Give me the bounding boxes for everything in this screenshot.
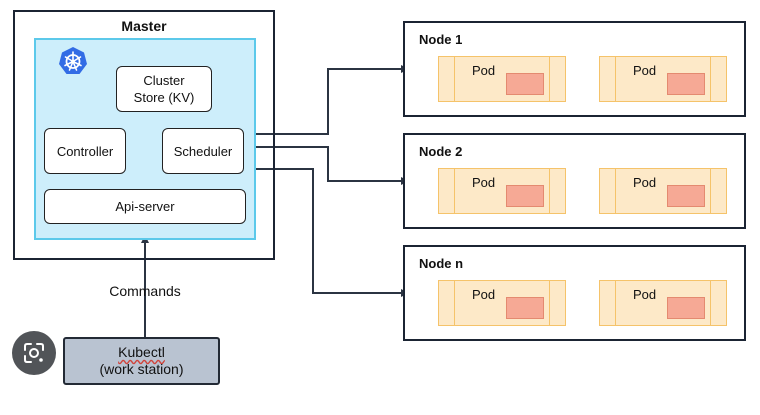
pod-label: Pod: [472, 175, 496, 190]
cluster-store-label-line2: Store (KV): [133, 90, 195, 105]
pod-label: Pod: [633, 287, 657, 302]
pod-label: Pod: [633, 63, 657, 78]
scheduler-to-node1-connector: [247, 65, 409, 135]
node-box-n: Node n Pod Pod: [403, 245, 746, 341]
google-lens-button[interactable]: [12, 331, 56, 375]
controller-box: Controller: [44, 128, 126, 174]
api-server-label: Api-server: [115, 199, 175, 214]
node-title: Node 2: [419, 144, 463, 159]
node-box-2: Node 2 Pod Pod: [403, 133, 746, 229]
node-box-1: Node 1 Pod Pod: [403, 21, 746, 117]
scheduler-label: Scheduler: [173, 143, 233, 159]
pod: Pod: [599, 280, 727, 326]
scheduler-box: Scheduler: [162, 128, 244, 174]
control-plane-area: Cluster Store (KV) Controller Scheduler …: [34, 38, 256, 240]
pod: Pod: [438, 280, 566, 326]
container-block: [506, 185, 544, 207]
cluster-store-label-line1: Cluster: [143, 73, 185, 88]
google-lens-icon: [24, 343, 44, 363]
pod: Pod: [599, 56, 727, 102]
node-title: Node 1: [419, 32, 463, 47]
container-block: [667, 297, 705, 319]
master-title: Master: [121, 18, 167, 34]
container-block: [506, 73, 544, 95]
scheduler-to-node2-connector: [247, 146, 409, 185]
master-box: Master Cluster Store (K: [13, 10, 275, 260]
pod-label: Pod: [633, 175, 657, 190]
controller-label: Controller: [56, 143, 114, 159]
commands-label: Commands: [109, 283, 181, 299]
pod: Pod: [599, 168, 727, 214]
workstation-label: (work station): [99, 361, 184, 377]
scheduler-to-noden-connector: [247, 168, 409, 297]
pod: Pod: [438, 168, 566, 214]
kubectl-label: Kubectl: [118, 344, 165, 360]
pod-label: Pod: [472, 287, 496, 302]
cluster-store-box: Cluster Store (KV): [116, 66, 212, 112]
container-block: [667, 73, 705, 95]
node-title: Node n: [419, 256, 464, 271]
api-server-box: Api-server: [44, 189, 246, 224]
container-block: [506, 297, 544, 319]
pod: Pod: [438, 56, 566, 102]
container-block: [667, 185, 705, 207]
kubectl-workstation-box: Kubectl (work station): [63, 337, 220, 385]
pod-label: Pod: [472, 63, 496, 78]
kubernetes-logo-icon: [58, 46, 88, 76]
